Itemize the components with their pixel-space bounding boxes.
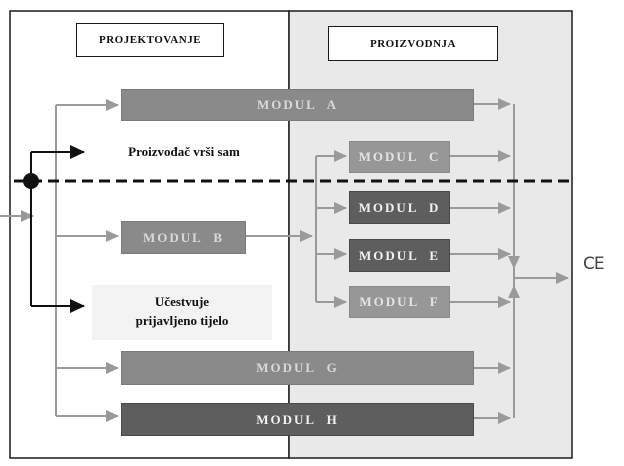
module-f: MODUL F [349,286,450,318]
notified-body-label-line1: Učestvuje [154,294,210,309]
notified-body-backdrop [92,285,272,340]
module-e: MODUL E [349,239,450,272]
module-h: MODUL H [121,403,474,436]
connector-lines [0,98,569,424]
module-c: MODUL C [349,141,450,173]
production-panel [288,10,573,459]
module-d: MODUL D [349,191,450,224]
notified-body-label-line2: prijavljeno tijelo [135,313,229,328]
module-a: MODUL A [121,89,474,121]
junction-dot [23,173,39,189]
ce-mark: CE [583,254,605,274]
production-phase-label: PROIZVODNJA [328,26,498,61]
design-phase-label: PROJEKTOVANJE [76,23,224,57]
module-g: MODUL G [121,351,474,385]
module-b: MODUL B [121,221,246,254]
manufacturer-label: Proizvođač vrši sam [128,144,240,159]
